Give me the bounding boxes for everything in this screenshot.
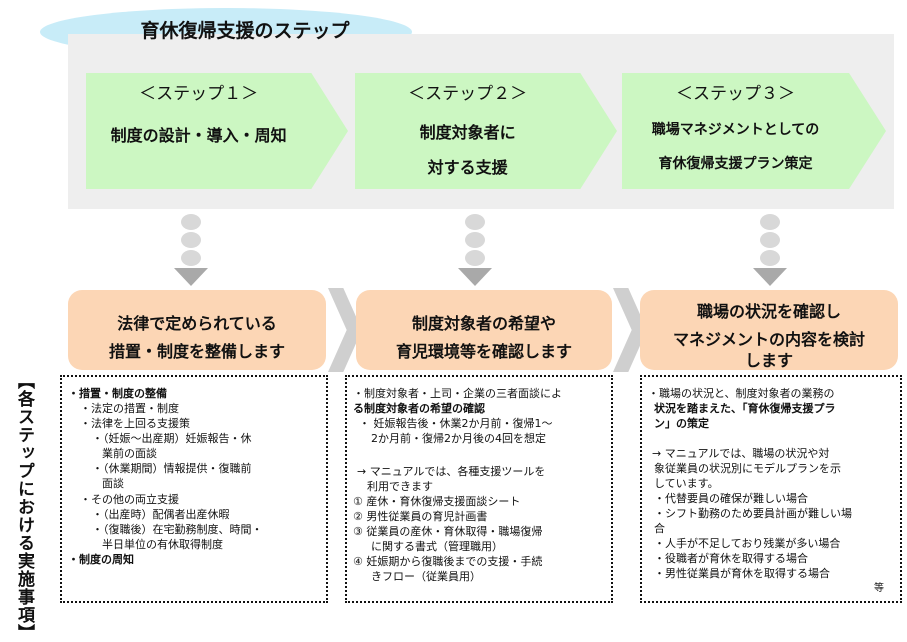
detail-box-2: ・制度対象者・上司・企業の三者面談によ る制度対象者の希望の確認 ・ 妊娠報告後… xyxy=(345,375,613,603)
detail-3-line: 等 xyxy=(874,583,884,594)
action-3-line-3: します xyxy=(744,351,793,370)
detail-box-3: ・職場の状況と、制度対象者の業務の 状況を踏まえた、「育休復帰支援プラ ン」の策… xyxy=(640,375,902,603)
detail-box-1: ・措置・制度の整備 ・法定の措置・制度 ・法律を上回る支援策 ・（妊娠～出産期）… xyxy=(60,375,328,603)
detail-1-line: ・（妊娠～出産期）妊娠報告・休 xyxy=(92,432,252,445)
action-2-line-2: 育児環境等を確認します xyxy=(395,342,572,361)
detail-3-line: ン」の策定 xyxy=(654,417,709,430)
connector-dot xyxy=(465,232,485,248)
detail-3-line: ・シフト勤務のため要員計画が難しい場 xyxy=(654,507,852,520)
detail-3-line: ・職場の状況と、制度対象者の業務の xyxy=(648,387,835,400)
step-2-label: ＜ステップ２＞ xyxy=(408,84,528,104)
detail-3-line: 象従業員の状況別にモデルプランを示 xyxy=(654,462,841,475)
connector-dot xyxy=(760,250,780,266)
detail-3-line: ・代替要員の確保が難しい場合 xyxy=(654,492,808,505)
step-3-label: ＜ステップ３＞ xyxy=(676,84,796,104)
detail-2-line: る制度対象者の希望の確認 xyxy=(353,402,485,415)
step-3-title-line-1: 職場マネジメントとしての xyxy=(651,122,820,138)
detail-1-line: ・その他の両立支援 xyxy=(80,493,179,506)
detail-2-line: ③ 従業員の産休・育休取得・職場復帰 xyxy=(353,525,543,538)
action-box-2: 制度対象者の希望や 育児環境等を確認します xyxy=(356,290,612,370)
action-1-line-2: 措置・制度を整備します xyxy=(108,342,285,361)
side-label: 【各ステップにおける実施事項】 xyxy=(14,372,34,642)
step-2-arrow: ＜ステップ２＞ 制度対象者に 対する支援 xyxy=(355,73,617,189)
detail-1-line: ・法律を上回る支援策 xyxy=(80,417,190,430)
connector-dot xyxy=(760,232,780,248)
action-1-line-1: 法律で定められている xyxy=(117,314,277,333)
detail-1-line: ・（休業期間）情報提供・復職前 xyxy=(92,462,252,475)
detail-1-line: 面談 xyxy=(102,477,124,490)
detail-3-line: ・役職者が育休を取得する場合 xyxy=(654,552,808,565)
detail-2-line: ・制度対象者・上司・企業の三者面談によ xyxy=(353,387,562,400)
detail-1-line: 半日単位の有休取得制度 xyxy=(102,538,223,551)
connector-arrow xyxy=(458,268,492,286)
detail-2-line: に関する書式（管理職用） xyxy=(371,540,503,553)
connector-arrow xyxy=(753,268,787,286)
step-1-label: ＜ステップ１＞ xyxy=(139,84,259,104)
detail-3-line: ・男性従業員が育休を取得する場合 xyxy=(654,567,830,580)
detail-3-line: → マニュアルでは、職場の状況や対 xyxy=(652,447,830,460)
action-box-1: 法律で定められている 措置・制度を整備します xyxy=(68,290,326,370)
detail-1-line: ・（出産時）配偶者出産休暇 xyxy=(92,508,230,521)
detail-3-line: ・人手が不足しており残業が多い場合 xyxy=(654,537,841,550)
detail-3-line: しています。 xyxy=(654,477,719,490)
connector-arrow xyxy=(174,268,208,286)
step-2-title-line-1: 制度対象者に xyxy=(419,123,516,142)
detail-2-line: きフロー（従業員用） xyxy=(371,570,481,583)
detail-1-line: ・制度の周知 xyxy=(68,553,134,566)
detail-1-line: ・法定の措置・制度 xyxy=(80,402,179,415)
action-3-line-1: 職場の状況を確認し xyxy=(696,302,841,321)
action-3-line-2: マネジメントの内容を検討 xyxy=(672,330,865,349)
detail-1-line: ・（復職後）在宅勤務制度、時間・ xyxy=(92,523,263,536)
connector-dot xyxy=(181,214,201,230)
connector-dot xyxy=(465,250,485,266)
detail-3-line: 合 xyxy=(654,522,665,535)
detail-2-line: ④ 妊娠期から復職後までの支援・手続 xyxy=(353,555,543,568)
step-3-arrow: ＜ステップ３＞ 職場マネジメントとしての 育休復帰支援プラン策定 xyxy=(622,73,886,189)
detail-2-line: → マニュアルでは、各種支援ツールを xyxy=(357,465,546,478)
detail-2-line: ① 産休・育休復帰支援面談シート xyxy=(353,495,521,508)
detail-2-line: 2か月前・復帰2か月後の4回を想定 xyxy=(371,432,546,445)
step-1-arrow: ＜ステップ１＞ 制度の設計・導入・周知 xyxy=(86,73,348,189)
connector-dot xyxy=(760,214,780,230)
detail-2-line: 利用できます xyxy=(367,480,433,493)
step-2-title-line-2: 対する支援 xyxy=(427,158,508,177)
step-3-title-line-2: 育休復帰支援プラン策定 xyxy=(658,156,813,172)
diagram-title: 育休復帰支援のステップ xyxy=(140,20,350,42)
detail-3-line: 状況を踏まえた、「育休復帰支援プラ xyxy=(654,402,836,415)
detail-1-line: ・措置・制度の整備 xyxy=(68,387,167,400)
detail-1-line: 業前の面談 xyxy=(102,447,157,460)
connector-dot xyxy=(181,250,201,266)
connector-dot xyxy=(465,214,485,230)
connector-dot xyxy=(181,232,201,248)
action-box-3: 職場の状況を確認し マネジメントの内容を検討 します xyxy=(640,290,898,370)
step-1-title: 制度の設計・導入・周知 xyxy=(110,126,287,145)
detail-2-line: ・ 妊娠報告後・休業2か月前・復帰1～ xyxy=(359,417,553,430)
detail-2-line: ② 男性従業員の育児計画書 xyxy=(353,510,488,523)
action-2-line-1: 制度対象者の希望や xyxy=(411,314,556,333)
